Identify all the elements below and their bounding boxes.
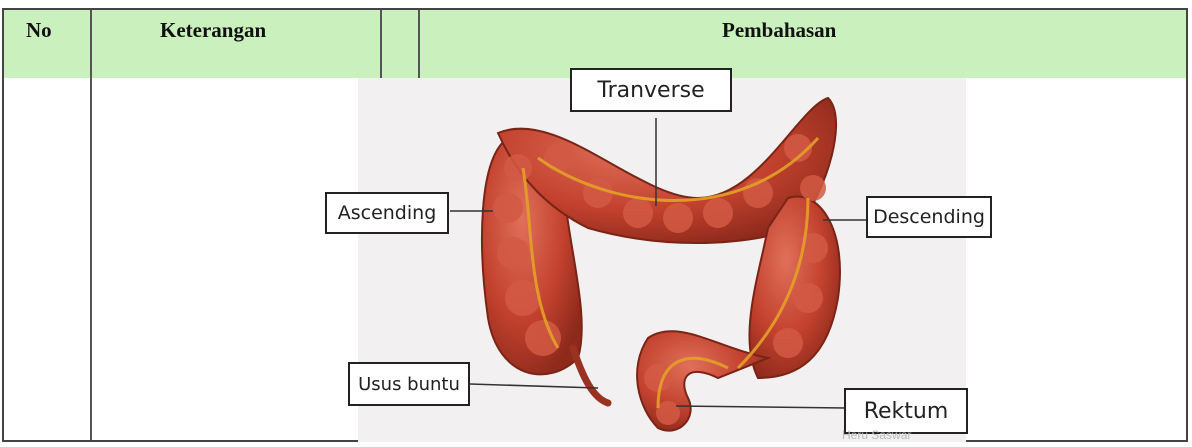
colon-diagram-figure: Tranverse Ascending Descending Usus bunt…	[358, 78, 966, 442]
header-no: No	[26, 18, 52, 43]
label-descending: Descending	[866, 196, 992, 238]
appendix	[573, 348, 608, 403]
column-divider	[380, 10, 382, 78]
column-divider	[418, 10, 420, 78]
header-keterangan: Keterangan	[160, 18, 266, 43]
image-watermark: Heru Saswar	[842, 428, 911, 442]
label-tranverse: Tranverse	[570, 68, 732, 112]
label-ascending: Ascending	[325, 192, 449, 234]
header-pembahasan: Pembahasan	[722, 18, 836, 43]
label-usus-buntu: Usus buntu	[348, 362, 470, 406]
column-divider	[90, 10, 92, 440]
